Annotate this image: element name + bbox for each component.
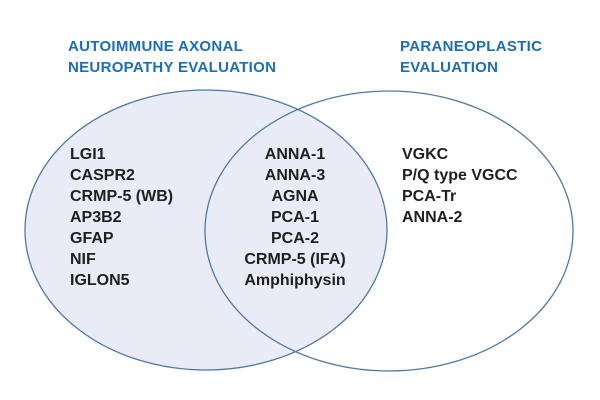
list-item: CRMP-5 (IFA) xyxy=(244,251,346,268)
list-item: AP3B2 xyxy=(70,209,122,226)
list-item: PCA-2 xyxy=(270,230,319,247)
list-item: ANNA-2 xyxy=(402,209,463,226)
left-set-heading: AUTOIMMUNE AXONAL NEUROPATHY EVALUATION xyxy=(68,36,276,78)
list-item: ANNA-3 xyxy=(264,167,326,184)
list-item: Amphiphysin xyxy=(244,272,346,289)
right-set-heading: PARANEOPLASTIC EVALUATION xyxy=(400,36,542,78)
list-item: ANNA-1 xyxy=(264,146,326,163)
list-item: CASPR2 xyxy=(70,167,135,184)
list-item: GFAP xyxy=(70,230,114,247)
left-set-heading-line1: AUTOIMMUNE AXONAL xyxy=(68,38,244,55)
left-ellipse xyxy=(24,89,388,371)
right-set-heading-line2: EVALUATION xyxy=(400,59,499,76)
right-ellipse xyxy=(204,90,574,372)
list-item: CRMP-5 (WB) xyxy=(70,188,174,205)
list-item: VGKC xyxy=(402,146,449,163)
list-item: P/Q type VGCC xyxy=(402,167,518,184)
left-set-heading-line2: NEUROPATHY EVALUATION xyxy=(68,59,277,76)
list-item: IGLON5 xyxy=(70,272,130,289)
list-item: PCA-Tr xyxy=(402,188,457,205)
list-item: AGNA xyxy=(271,188,319,205)
right-set-items: VGKC P/Q type VGCC PCA-Tr ANNA-2 xyxy=(402,144,518,228)
list-item: PCA-1 xyxy=(270,209,319,226)
right-set-heading-line1: PARANEOPLASTIC xyxy=(400,38,543,55)
list-item: LGI1 xyxy=(70,146,106,163)
list-item: NIF xyxy=(70,251,96,268)
left-set-items: LGI1 CASPR2 CRMP-5 (WB) AP3B2 GFAP NIF I… xyxy=(70,144,173,291)
intersection-items: ANNA-1 ANNA-3 AGNA PCA-1 PCA-2 CRMP-5 (I… xyxy=(199,144,391,291)
